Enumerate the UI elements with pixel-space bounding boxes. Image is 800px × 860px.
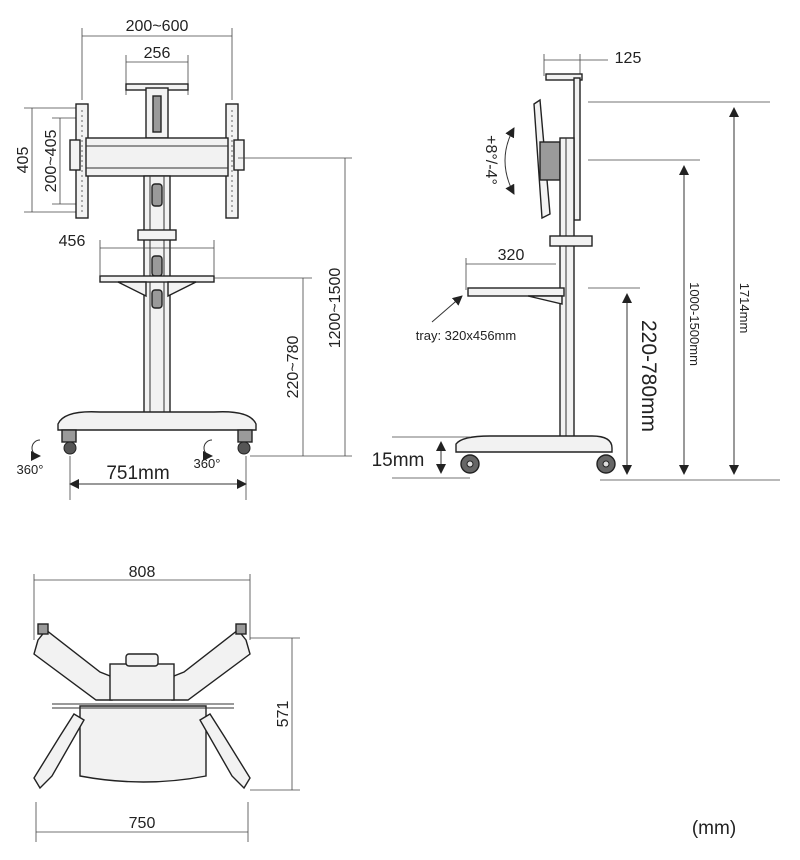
side-mount-height-label: 1000-1500mm — [687, 282, 702, 366]
rotation-right-label: 360° — [194, 456, 221, 471]
tray-note-label: tray: 320x456mm — [416, 328, 516, 343]
side-mount-height-dimension: 1000-1500mm — [588, 159, 702, 475]
base-width-dimension: 751mm — [69, 456, 247, 500]
ground-clearance-label: 15mm — [372, 450, 425, 471]
depth-dimension: 571 — [250, 637, 300, 791]
vesa-height-dimension: 200~405 — [43, 117, 80, 205]
inner-width-label: 750 — [129, 815, 156, 832]
top-stand-drawing — [33, 623, 251, 790]
base-width-label: 751mm — [106, 463, 169, 484]
front-view: 200~600 256 405 200~405 — [15, 18, 352, 500]
mount-height-dimension: 405 — [15, 107, 80, 213]
tray-note: tray: 320x456mm — [416, 295, 516, 343]
tray-width-label: 456 — [59, 233, 86, 250]
tray-width-dimension: 456 — [59, 233, 215, 276]
tray-height-label: 220~780 — [285, 336, 302, 399]
top-view: 808 571 — [33, 564, 300, 842]
mount-height-label: 405 — [15, 147, 32, 174]
mount-width-label: 256 — [144, 45, 171, 62]
rotation-left-indicator: 360° — [17, 439, 44, 477]
depth-label: 571 — [275, 701, 292, 728]
front-stand-drawing — [57, 83, 257, 455]
tilt-label: +8°/-4° — [482, 135, 499, 185]
side-tray-height-dimension: 220-780mm — [588, 287, 780, 481]
outer-width-label: 808 — [129, 564, 156, 581]
tray-depth-label: 320 — [498, 247, 525, 264]
rotation-right-indicator: 360° — [194, 439, 221, 471]
vesa-width-label: 200~600 — [126, 18, 189, 35]
ground-clearance-dimension: 15mm — [372, 436, 470, 479]
mount-center-height-dimension: 1200~1500 — [238, 157, 352, 457]
outer-width-dimension: 808 — [33, 564, 251, 640]
tray-height-dimension: 220~780 — [214, 277, 312, 457]
total-height-dimension: 1714mm — [588, 101, 770, 475]
offset-label: 125 — [615, 50, 642, 67]
offset-dimension: 125 — [543, 50, 642, 80]
side-view: 125 +8°/-4° — [372, 50, 780, 481]
rotation-left-label: 360° — [17, 462, 44, 477]
total-height-label: 1714mm — [737, 283, 752, 334]
side-tray-height-label: 220-780mm — [637, 320, 660, 432]
unit-note: (mm) — [692, 818, 736, 839]
tilt-indicator: +8°/-4° — [482, 127, 515, 195]
vesa-height-label: 200~405 — [43, 130, 60, 193]
side-stand-drawing — [455, 73, 616, 474]
tray-depth-dimension: 320 — [465, 247, 556, 290]
vesa-width-dimension: 200~600 — [81, 18, 233, 100]
inner-width-dimension: 750 — [35, 802, 249, 842]
mount-center-height-label: 1200~1500 — [327, 268, 344, 349]
